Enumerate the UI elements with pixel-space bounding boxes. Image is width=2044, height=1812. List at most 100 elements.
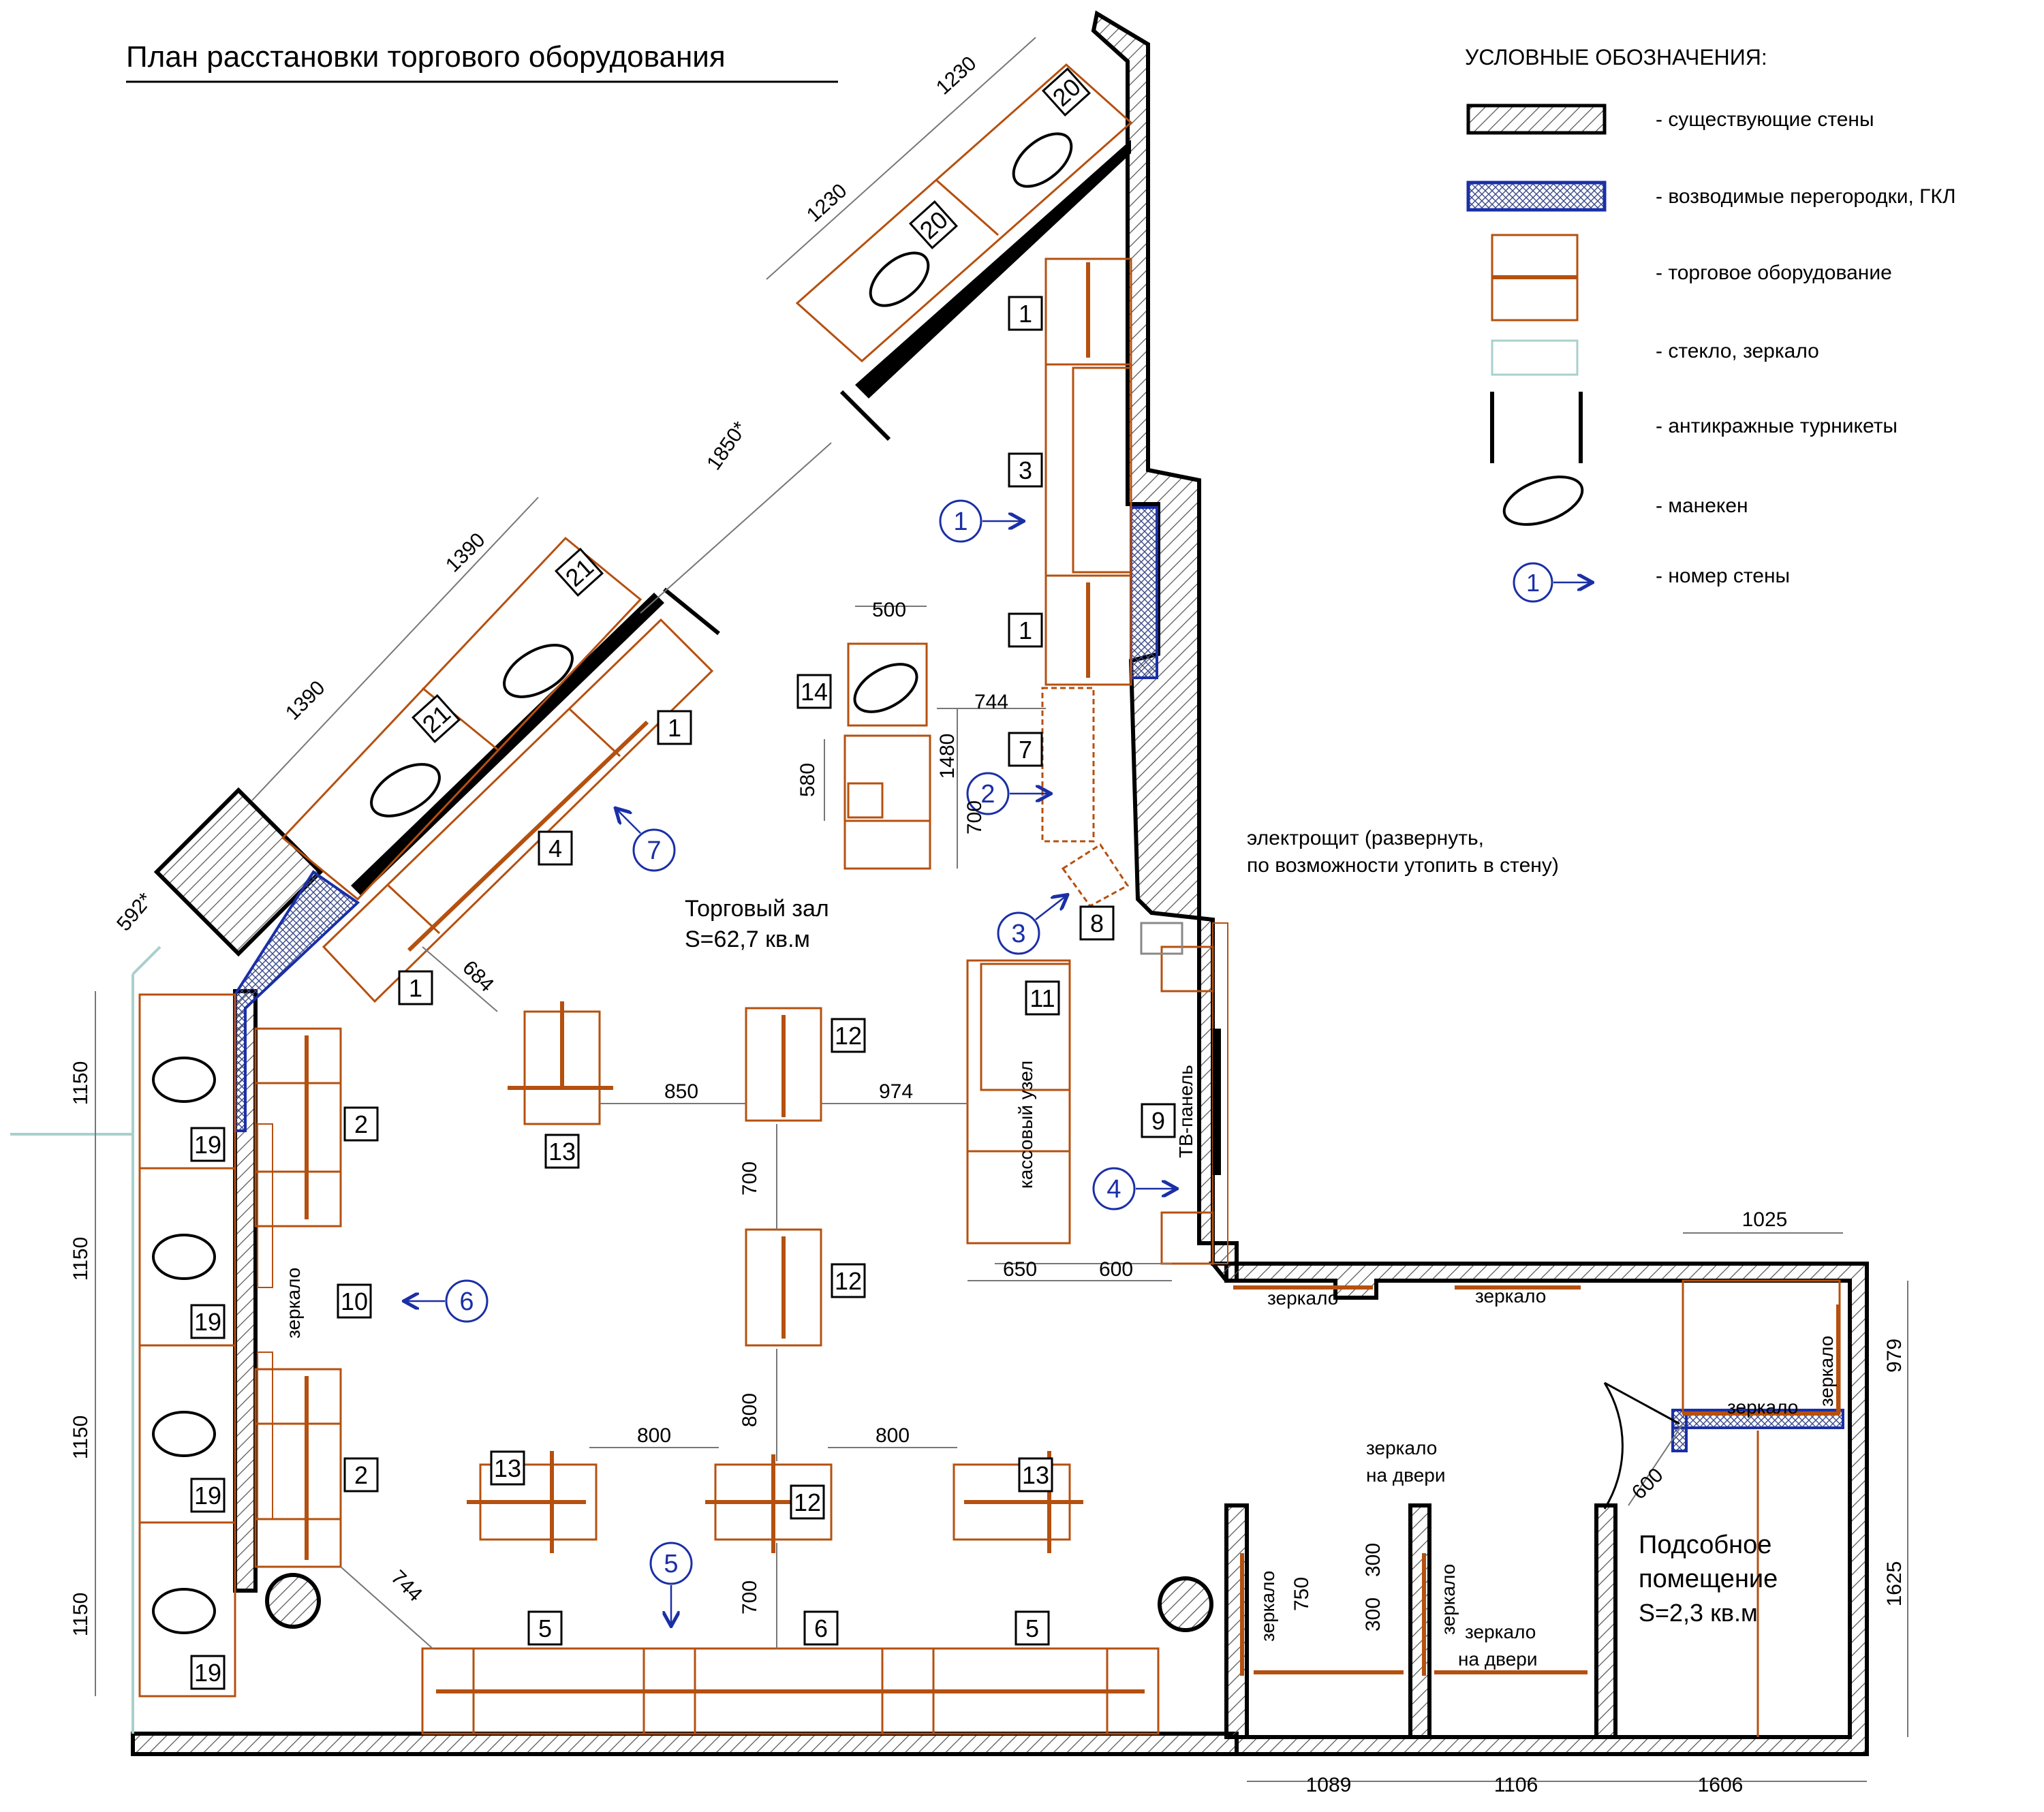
hall-name: Торговый зал: [685, 896, 829, 922]
equipment-tag-label: 2: [354, 1110, 368, 1138]
equipment-tag-25: 11: [1025, 980, 1060, 1016]
equipment-tag-label: 5: [1025, 1614, 1039, 1642]
equipment-tag-label: 3: [1019, 456, 1032, 484]
equipment-tag-18: 19: [190, 1304, 226, 1339]
equipment-tag-label: 12: [794, 1488, 821, 1516]
dimension-label: 974: [879, 1080, 913, 1103]
equipment-tag-12: 4: [538, 830, 573, 866]
equipment-tag-label: 7: [1019, 736, 1032, 764]
hall-area: S=62,7 кв.м: [685, 926, 810, 952]
wall-number-6: 6: [405, 1279, 489, 1323]
panel-note-1: электрощит (развернуть,: [1247, 827, 1484, 849]
equipment-tag-box: [337, 1283, 372, 1319]
wall-number-5: 5: [649, 1542, 693, 1625]
equipment-tag-box: [190, 1655, 226, 1690]
equipment-tag-box: [190, 1304, 226, 1339]
dimension-label: 500: [872, 599, 906, 621]
wall-number-7: 7: [617, 809, 676, 872]
dimension-label: 700: [963, 800, 986, 834]
back-room-area: S=2,3 кв.м: [1639, 1599, 1758, 1627]
dimension-label: 800: [876, 1424, 910, 1447]
equipment-tag-10: 21: [411, 693, 461, 744]
mirror-strips: [257, 922, 1228, 1520]
legend-item-5: - антикражные турникеты: [1656, 415, 1898, 437]
dimension-label: 750: [1290, 1577, 1313, 1611]
mirror-fitting-1-label: зеркало: [1257, 1571, 1278, 1642]
equipment-tag-26: 9: [1141, 1103, 1176, 1138]
equipment-tag-16: 2: [343, 1457, 379, 1493]
legend-wall-swatch: [1466, 104, 1607, 135]
equipment-tag-label: 21: [417, 700, 456, 738]
equipment-tag-box: [343, 1457, 379, 1493]
mirror-left-label: зеркало: [283, 1268, 304, 1339]
equipment-tag-box: [398, 970, 433, 1005]
legend-item-7: - номер стены: [1656, 565, 1790, 587]
equipment-tag-8: 8: [1079, 905, 1115, 941]
equipment-tag-2: 20: [908, 200, 959, 250]
mirror-wall-label-2: зеркало: [1475, 1285, 1546, 1307]
wall-number-2: 2: [966, 772, 1049, 815]
equipment-tag-label: 19: [194, 1659, 221, 1687]
wall-number-label: 6: [459, 1287, 474, 1316]
wall-number-arrow: [1035, 896, 1066, 920]
equipment-tag-21: 13: [544, 1134, 580, 1169]
diagonal-wall: [855, 140, 1131, 399]
mirror-fitting-2-label: зеркало: [1438, 1564, 1459, 1635]
equipment-tag-box: [1018, 1457, 1053, 1493]
equipment-tag-box: [1041, 67, 1091, 117]
equipment-tag-label: 12: [835, 1022, 862, 1050]
dimension-lines: [95, 37, 1908, 1782]
doors: [1603, 1381, 1680, 1510]
equipment-tag-19: 19: [190, 1478, 226, 1513]
dimension-label: 1106: [1494, 1774, 1538, 1796]
equipment-tag-label: 20: [914, 206, 953, 245]
equipment-tag-box: [908, 200, 959, 250]
dimension-label: 979: [1883, 1339, 1906, 1373]
dimension-label: 800: [739, 1393, 761, 1427]
legend-item-1: - существующие стены: [1656, 108, 1874, 131]
equipment-tag-label: 5: [538, 1614, 552, 1642]
dimension-label: 300: [1362, 1543, 1384, 1577]
wall-number-1: 1: [939, 499, 1022, 543]
equipment-tag-label: 20: [1047, 73, 1086, 112]
dimension-label: 700: [739, 1161, 761, 1196]
legend-wall-number-text: 1: [1526, 569, 1540, 597]
equipment-tag-box: [1008, 296, 1043, 331]
mirror-door-2b: на двери: [1458, 1649, 1538, 1670]
equipment-tag-11: 1: [657, 710, 692, 745]
glass-facade: [10, 946, 161, 1734]
mirror-back-label: зеркало: [1727, 1396, 1798, 1418]
equipment-tag-15: 10: [337, 1283, 372, 1319]
equipment-tag-17: 19: [190, 1127, 226, 1162]
dimension-label: 600: [1099, 1258, 1133, 1281]
equipment-tag-1: 20: [1041, 67, 1091, 117]
dimension-label: 1150: [69, 1416, 92, 1460]
equipment-tag-label: 8: [1090, 909, 1104, 937]
dimension-label: 650: [1003, 1258, 1037, 1281]
gkl-partitions: [234, 506, 1844, 1452]
dimension-label: 1089: [1306, 1774, 1352, 1796]
equipment-tag-24: 12: [790, 1484, 825, 1520]
plan-title: План расстановки торгового оборудования: [126, 40, 726, 74]
wall-number-label: 3: [1011, 920, 1025, 948]
dimension-label: 580: [796, 763, 819, 797]
equipment-tag-box: [190, 1127, 226, 1162]
wall-number-circle: [445, 1279, 489, 1323]
equipment-tag-label: 10: [341, 1287, 368, 1315]
back-room-name-2: помещение: [1639, 1565, 1778, 1593]
mirror-door-1a: зеркало: [1366, 1437, 1437, 1458]
dimension-label: 1480: [936, 734, 959, 779]
legend-item-2: - возводимые перегородки, ГКЛ: [1656, 185, 1956, 208]
equipment-tag-box: [343, 1106, 379, 1142]
mirror-wall-label-1: зеркало: [1267, 1287, 1338, 1309]
equipment-tag-31: 5: [1015, 1610, 1050, 1646]
equipment-tag-label: 13: [494, 1454, 521, 1482]
equipment-tag-box: [1079, 905, 1115, 941]
equipment-tag-box: [538, 830, 573, 866]
equipment-tag-box: [554, 547, 604, 597]
wall-number-circle: [649, 1542, 693, 1585]
diagonal-wall-lower: [351, 593, 664, 896]
equipment-tag-label: 9: [1151, 1107, 1165, 1135]
wall-number-circle: [1092, 1167, 1136, 1210]
